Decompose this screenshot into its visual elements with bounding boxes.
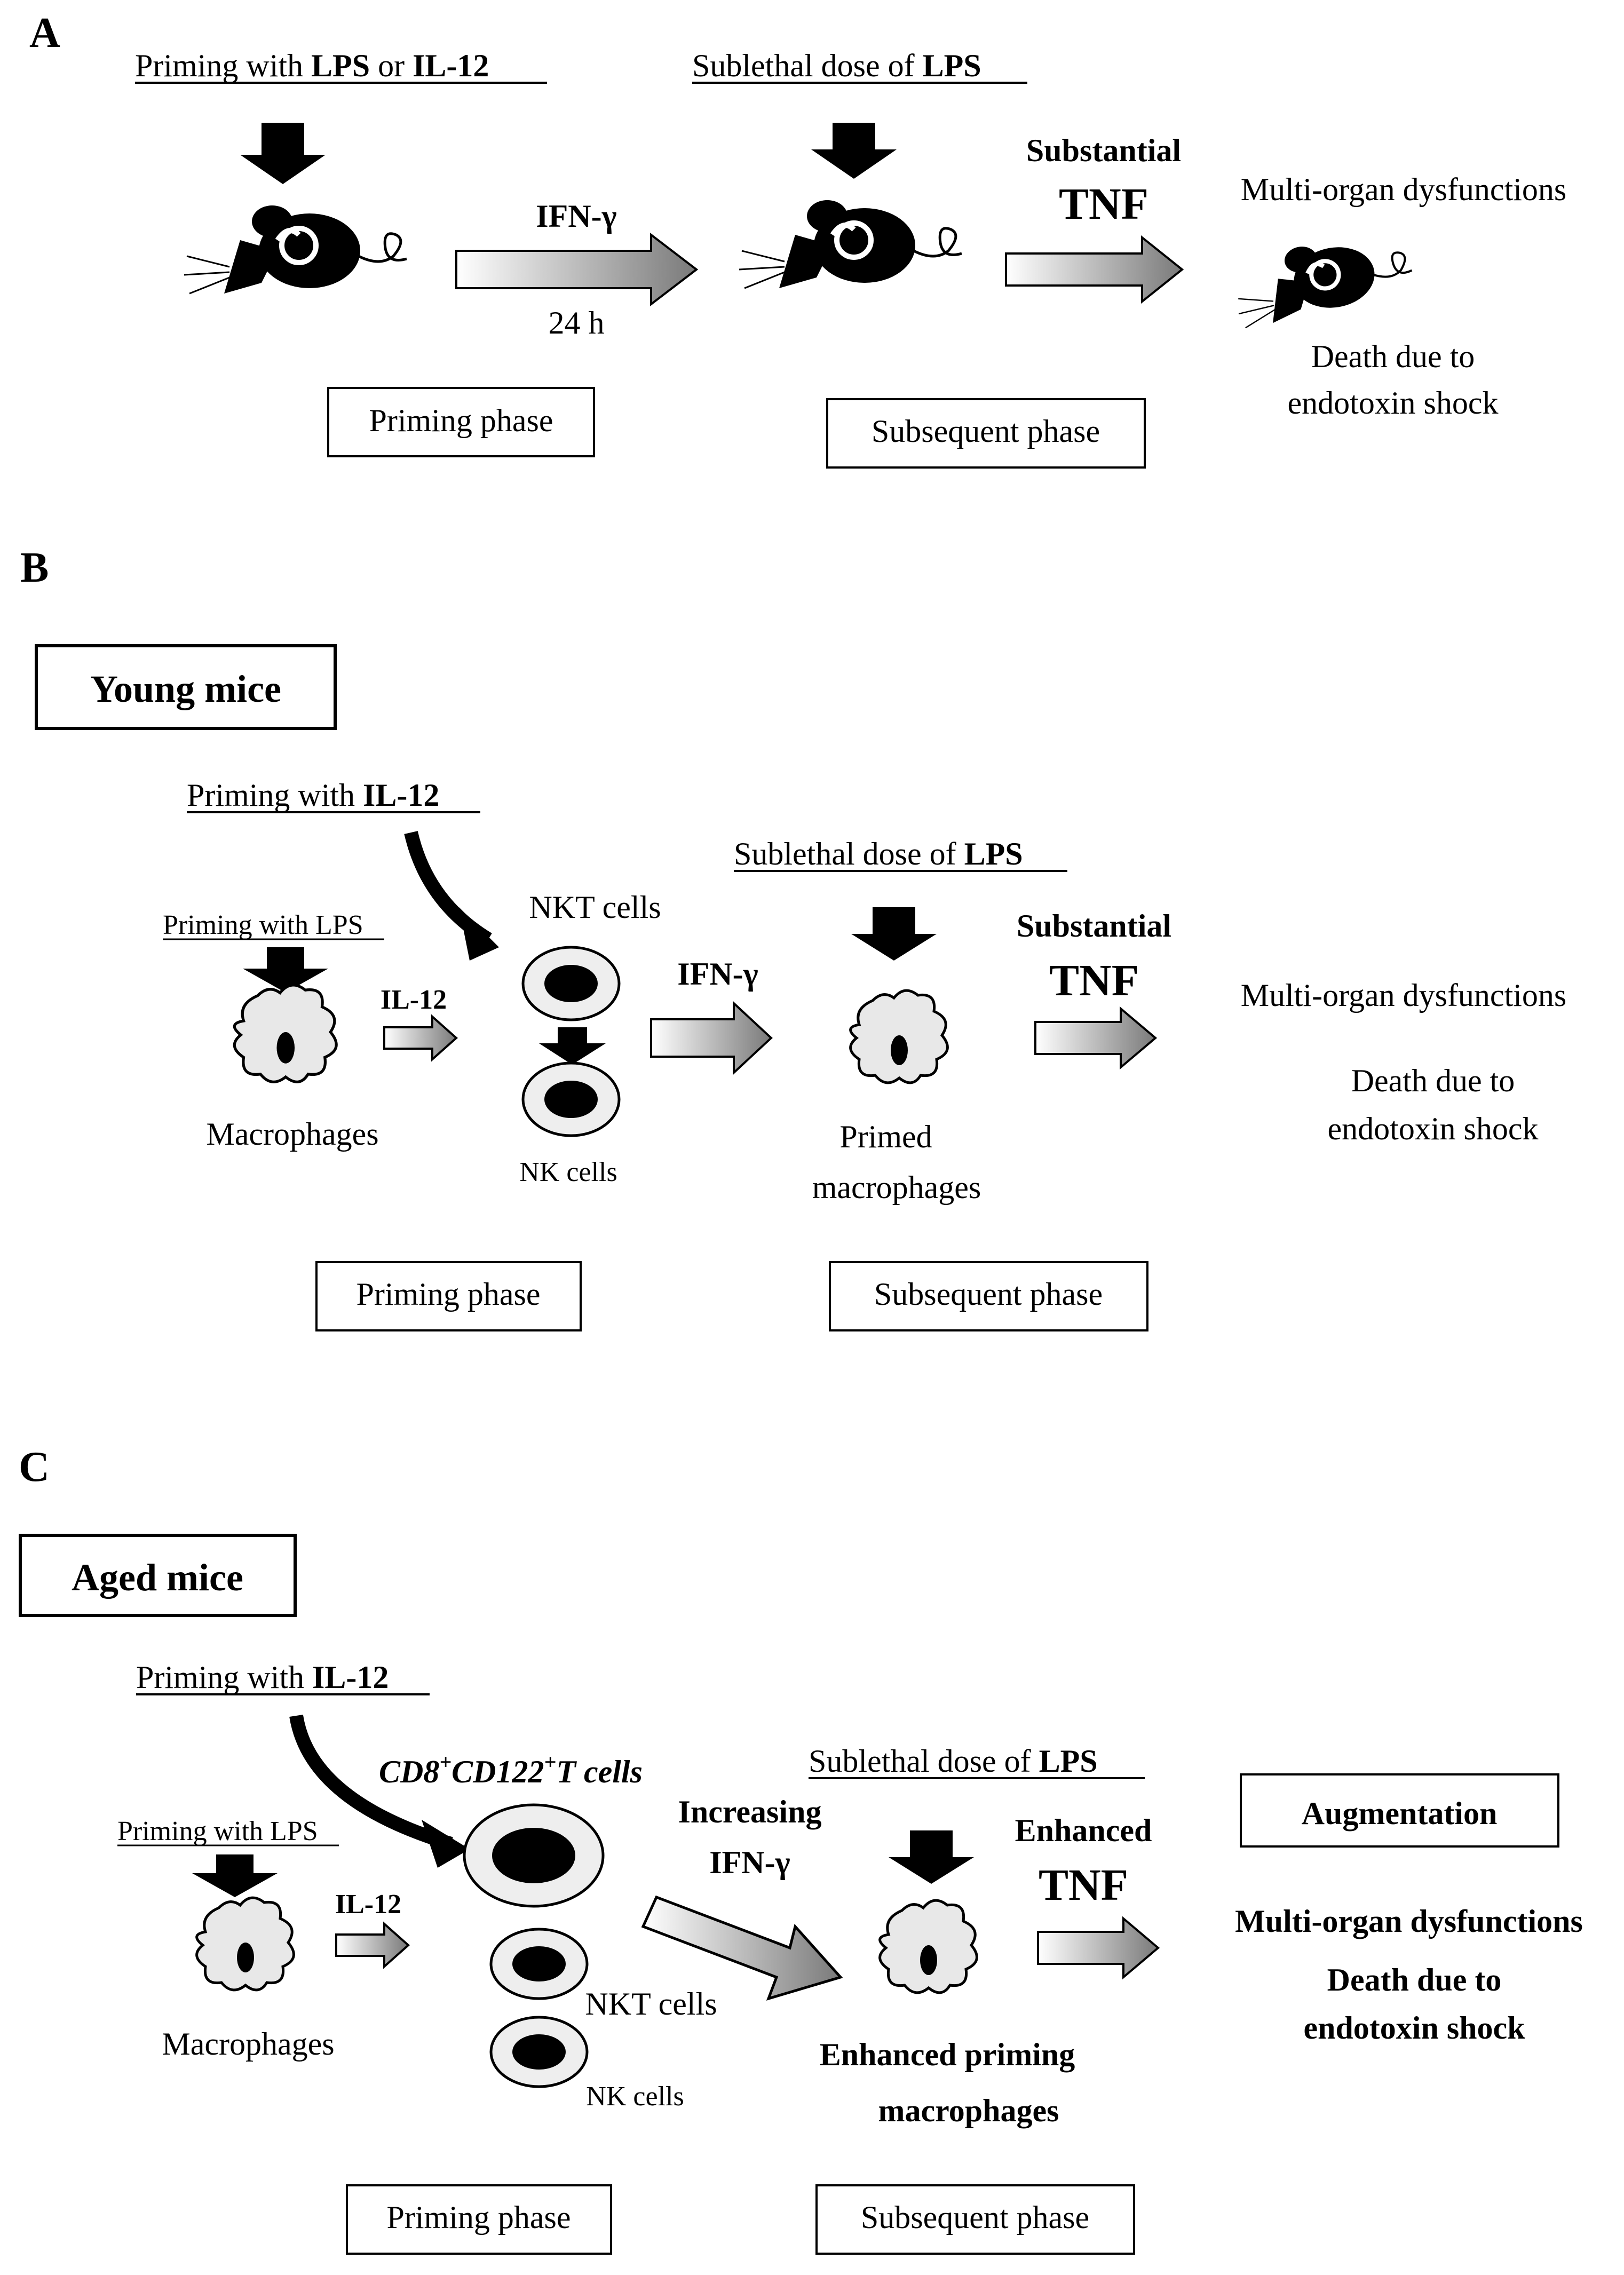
panel-a-down-arrow-2 — [811, 123, 897, 179]
panel-c-il12-label: IL-12 — [335, 1889, 401, 1920]
panel-c-enhanced-priming-1: Enhanced priming — [820, 2037, 1075, 2072]
panel-c-augmentation: Augmentation — [1302, 1796, 1498, 1831]
panel-c-increasing: Increasing — [678, 1794, 822, 1829]
panel-c-subsequent-phase: Subsequent phase — [861, 2200, 1089, 2235]
panel-c-tnf-label: TNF — [1039, 1860, 1128, 1910]
panel-c-priming-lps: Priming with LPS — [117, 1816, 318, 1846]
panel-c-outcome-2: Death due to — [1327, 1962, 1502, 1997]
panel-b-substantial-label: Substantial — [1017, 908, 1171, 944]
panel-b-lps-down-arrow — [243, 947, 328, 993]
panel-c-ifn-label: IFN-γ — [709, 1845, 790, 1880]
panel-b-primed-1: Primed — [839, 1119, 932, 1154]
panel-b-header-box — [35, 644, 337, 730]
panel-b-macrophages-label: Macrophages — [206, 1116, 378, 1152]
panel-b-header: Young mice — [90, 668, 281, 710]
mouse-icon — [184, 205, 407, 294]
panel-a-sublethal-label: Sublethal dose of LPS — [692, 48, 981, 83]
panel-b-tnf-arrow — [1034, 1006, 1158, 1070]
panel-b-lps-down-arrow-2 — [851, 907, 937, 961]
panel-c-header-box — [19, 1534, 297, 1617]
panel-c-letter: C — [19, 1444, 50, 1491]
panel-c-il12-curved-arrow — [289, 1714, 453, 1851]
panel-b-nkt-label: NKT cells — [529, 890, 661, 925]
panel-b-nk-label: NK cells — [519, 1157, 617, 1187]
panel-c-cd8-label: CD8+CD122+T cells — [379, 1750, 643, 1789]
panel-a-letter: A — [29, 10, 60, 57]
panel-b: B Young mice Priming with IL-12 Subletha… — [20, 544, 1567, 1331]
panel-c-priming-il12: Priming with IL-12 — [136, 1660, 389, 1695]
panel-a-substantial-label: Substantial — [1026, 133, 1181, 168]
panel-a-outcome-3: endotoxin shock — [1288, 385, 1499, 421]
panel-b-ifn-arrow — [650, 1001, 773, 1075]
panel-c-augmentation-box — [1240, 1773, 1559, 1848]
panel-a-tnf-label: TNF — [1059, 179, 1148, 229]
panel-b-outcome-3: endotoxin shock — [1328, 1111, 1539, 1146]
panel-a-tnf-arrow — [1005, 235, 1184, 304]
panel-b-primed-2: macrophages — [812, 1170, 981, 1205]
panel-c-il12-arrow — [335, 1921, 410, 1969]
panel-b-priming-lps: Priming with LPS — [163, 910, 363, 940]
macrophage-icon — [197, 1898, 294, 1990]
panel-a-down-arrow-1 — [240, 123, 326, 184]
panel-a-subsequent-phase: Subsequent phase — [872, 414, 1100, 449]
panel-a-priming-label: Priming with LPS or IL-12 — [135, 48, 489, 83]
panel-a-priming-phase-box — [327, 387, 595, 457]
panel-c-nk-label: NK cells — [586, 2081, 684, 2112]
panel-a-subsequent-phase-box — [826, 398, 1146, 469]
panel-b-il12-curved-arrow — [404, 831, 492, 946]
panel-c-lps-down-arrow — [192, 1854, 278, 1897]
panel-c-tnf-arrow — [1037, 1916, 1160, 1980]
panel-a-outcome-2: Death due to — [1311, 339, 1475, 374]
panel-b-sublethal-label: Sublethal dose of LPS — [734, 836, 1023, 871]
mouse-icon — [739, 200, 962, 288]
panel-c-sublethal-label: Sublethal dose of LPS — [809, 1743, 1098, 1779]
panel-b-priming-phase: Priming phase — [357, 1277, 541, 1312]
panel-b-priming-phase-box — [315, 1261, 582, 1331]
macrophage-icon — [880, 1900, 977, 1993]
panel-c-header: Aged mice — [72, 1556, 243, 1599]
panel-c-nkt-label: NKT cells — [585, 1986, 717, 2022]
panel-b-letter: B — [20, 544, 49, 591]
panel-a-time-label: 24 h — [549, 305, 605, 340]
panel-c-enhanced-label: Enhanced — [1015, 1813, 1152, 1848]
panel-a: A Priming with LPS or IL-12 Sublethal do… — [29, 10, 1567, 469]
panel-c-outcome-1: Multi-organ dysfunctions — [1235, 1904, 1583, 1939]
panel-a-priming-phase: Priming phase — [369, 403, 553, 438]
panel-b-nkt-to-nk-arrow — [539, 1027, 606, 1065]
panel-c-macrophages-label: Macrophages — [162, 2026, 334, 2062]
panel-c-lps-down-arrow-2 — [889, 1830, 974, 1884]
panel-b-subsequent-phase-box — [829, 1261, 1148, 1331]
panel-c-priming-phase: Priming phase — [387, 2200, 571, 2235]
panel-a-ifn-arrow — [455, 232, 699, 307]
panel-c: C Aged mice Priming with IL-12 CD8+CD122… — [19, 1444, 1583, 2255]
panel-b-outcome-2: Death due to — [1351, 1063, 1515, 1098]
panel-b-tnf-label: TNF — [1049, 956, 1139, 1005]
macrophage-icon — [851, 990, 948, 1083]
panel-a-outcome-1: Multi-organ dysfunctions — [1241, 172, 1567, 207]
panel-c-subsequent-phase-box — [815, 2184, 1135, 2255]
panel-b-priming-il12: Priming with IL-12 — [187, 778, 439, 813]
dying-mouse-icon — [1229, 228, 1416, 329]
panel-b-il12-label: IL-12 — [381, 985, 447, 1015]
panel-c-outcome-3: endotoxin shock — [1303, 2010, 1525, 2046]
panel-b-outcome-1: Multi-organ dysfunctions — [1241, 978, 1567, 1013]
macrophage-icon — [234, 985, 336, 1082]
panel-c-enhanced-priming-2: macrophages — [878, 2093, 1059, 2128]
panel-a-ifn-label: IFN-γ — [536, 199, 616, 234]
panel-c-ifn-arrow — [641, 1895, 843, 2001]
panel-c-priming-phase-box — [346, 2184, 612, 2255]
panel-b-subsequent-phase: Subsequent phase — [874, 1277, 1103, 1312]
panel-b-ifn-label: IFN-γ — [677, 956, 758, 992]
panel-b-il12-arrow — [383, 1014, 458, 1062]
